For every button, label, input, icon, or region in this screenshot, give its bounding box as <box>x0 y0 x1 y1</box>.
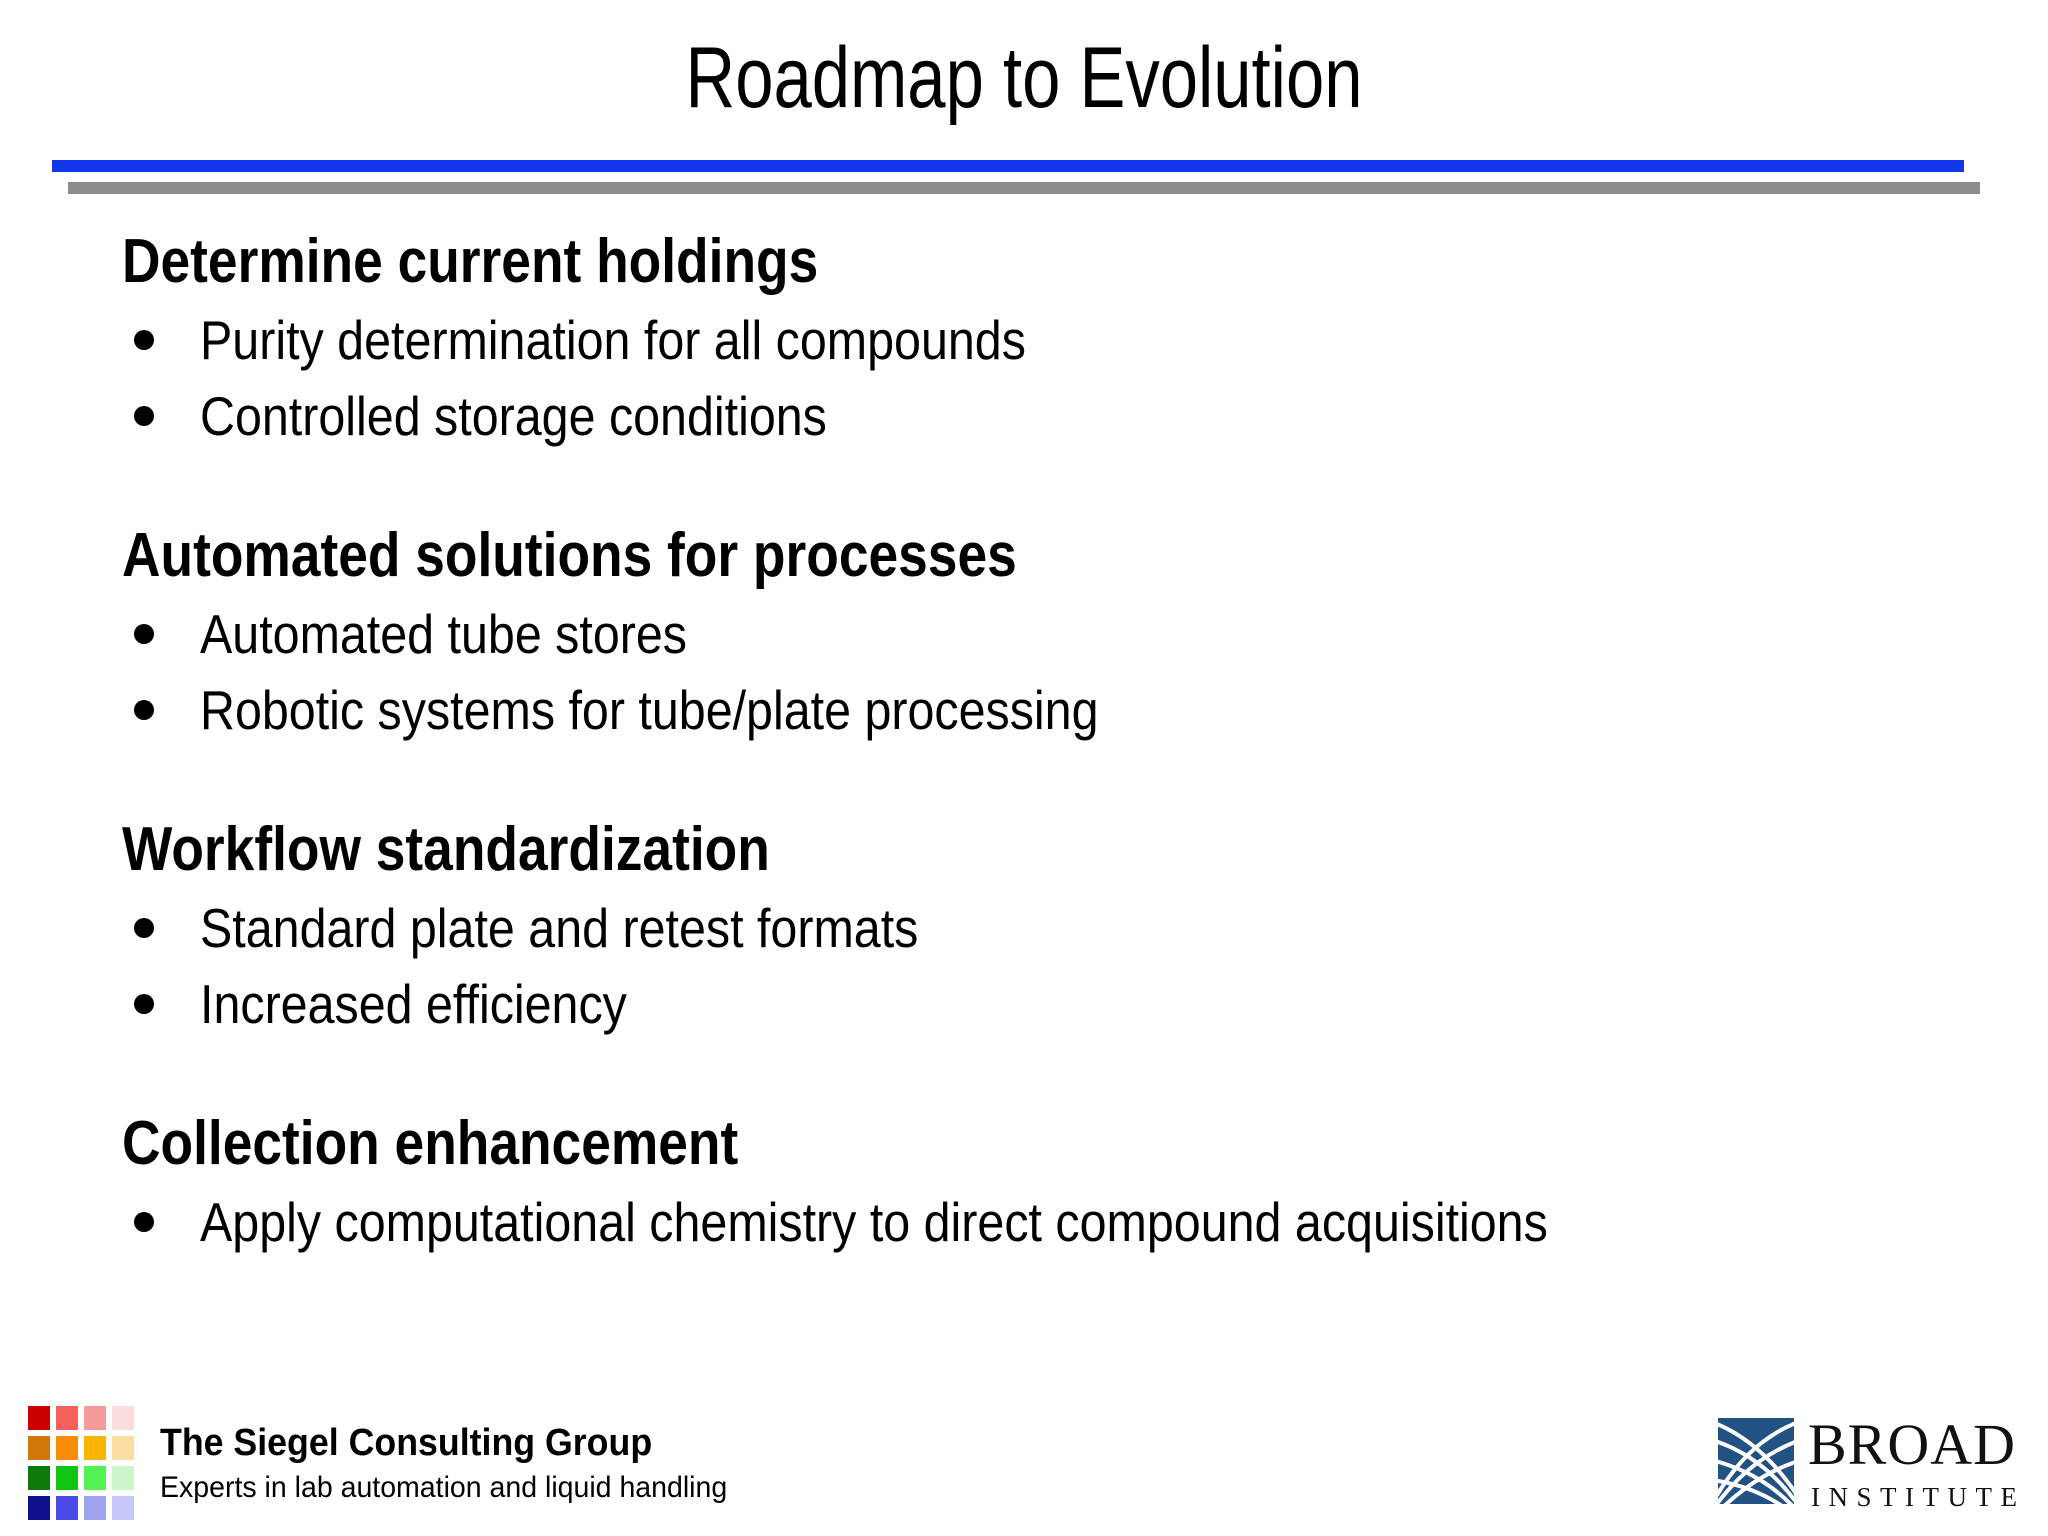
slide-body: Determine current holdings Purity determ… <box>0 222 2048 1260</box>
swatch-r3-c1 <box>28 1466 50 1490</box>
section-heading: Workflow standardization <box>122 815 770 884</box>
list-item: Standard plate and retest formats <box>134 890 1770 966</box>
swatch-r3-c3 <box>84 1466 106 1490</box>
list-item-label: Apply computational chemistry to direct … <box>200 1191 1548 1253</box>
broad-institute-arcs-mark-icon <box>1718 1418 1794 1504</box>
siegel-swatch-logo-icon <box>28 1406 138 1524</box>
section-heading: Collection enhancement <box>122 1109 739 1178</box>
list-item: Purity determination for all compounds <box>134 302 1770 378</box>
swatch-r1-c4 <box>112 1406 134 1430</box>
broad-institute-wordmark: BROAD INSTITUTE <box>1808 1412 2026 1513</box>
swatch-r1-c1 <box>28 1406 50 1430</box>
siegel-brand-text: The Siegel Consulting Group Experts in l… <box>160 1420 780 1508</box>
bullet-dot-icon <box>134 624 154 644</box>
swatch-r4-c2 <box>56 1496 78 1520</box>
section-heading: Determine current holdings <box>122 227 819 296</box>
bullet-list: Purity determination for all compounds C… <box>0 302 2048 454</box>
list-item-label: Robotic systems for tube/plate processin… <box>200 679 1099 741</box>
page-title: Roadmap to Evolution <box>685 30 1363 126</box>
section-determine-current-holdings: Determine current holdings Purity determ… <box>0 222 2048 454</box>
list-item: Robotic systems for tube/plate processin… <box>134 672 1770 748</box>
swatch-r2-c4 <box>112 1436 134 1460</box>
list-item: Apply computational chemistry to direct … <box>134 1184 1770 1260</box>
siegel-tagline: Experts in lab automation and liquid han… <box>160 1471 728 1504</box>
bullet-dot-icon <box>134 918 154 938</box>
section-spacer <box>0 454 2048 516</box>
swatch-r2-c3 <box>84 1436 106 1460</box>
list-item-label: Standard plate and retest formats <box>200 897 919 959</box>
bullet-dot-icon <box>134 330 154 350</box>
swatch-r3-c4 <box>112 1466 134 1490</box>
bullet-list: Automated tube stores Robotic systems fo… <box>0 596 2048 748</box>
section-heading: Automated solutions for processes <box>122 521 1017 590</box>
siegel-company-name: The Siegel Consulting Group <box>160 1422 653 1464</box>
broad-name: BROAD <box>1808 1412 2017 1477</box>
broad-subtitle: INSTITUTE <box>1811 1482 2026 1512</box>
section-collection-enhancement: Collection enhancement Apply computation… <box>0 1104 2048 1260</box>
swatch-r2-c2 <box>56 1436 78 1460</box>
swatch-grid <box>28 1406 138 1520</box>
section-spacer <box>0 748 2048 810</box>
swatch-r4-c3 <box>84 1496 106 1520</box>
broad-institute-logo: BROAD INSTITUTE <box>1718 1412 2030 1518</box>
swatch-r3-c2 <box>56 1466 78 1490</box>
bullet-list: Apply computational chemistry to direct … <box>0 1184 2048 1260</box>
section-automated-solutions-for-processes: Automated solutions for processes Automa… <box>0 516 2048 748</box>
bullet-list: Standard plate and retest formats Increa… <box>0 890 2048 1042</box>
section-workflow-standardization: Workflow standardization Standard plate … <box>0 810 2048 1042</box>
list-item-label: Automated tube stores <box>200 603 687 665</box>
bullet-dot-icon <box>134 406 154 426</box>
swatch-r1-c2 <box>56 1406 78 1430</box>
bullet-dot-icon <box>134 1212 154 1232</box>
list-item: Automated tube stores <box>134 596 1770 672</box>
list-item: Increased efficiency <box>134 966 1770 1042</box>
swatch-r4-c1 <box>28 1496 50 1520</box>
section-spacer <box>0 1042 2048 1104</box>
swatch-r1-c3 <box>84 1406 106 1430</box>
divider-rule-blue <box>52 160 1964 172</box>
list-item: Controlled storage conditions <box>134 378 1770 454</box>
list-item-label: Purity determination for all compounds <box>200 309 1026 371</box>
swatch-r4-c4 <box>112 1496 134 1520</box>
list-item-label: Increased efficiency <box>200 973 627 1035</box>
swatch-r2-c1 <box>28 1436 50 1460</box>
bullet-dot-icon <box>134 994 154 1014</box>
divider-rule-gray <box>68 182 1980 194</box>
list-item-label: Controlled storage conditions <box>200 385 827 447</box>
bullet-dot-icon <box>134 700 154 720</box>
